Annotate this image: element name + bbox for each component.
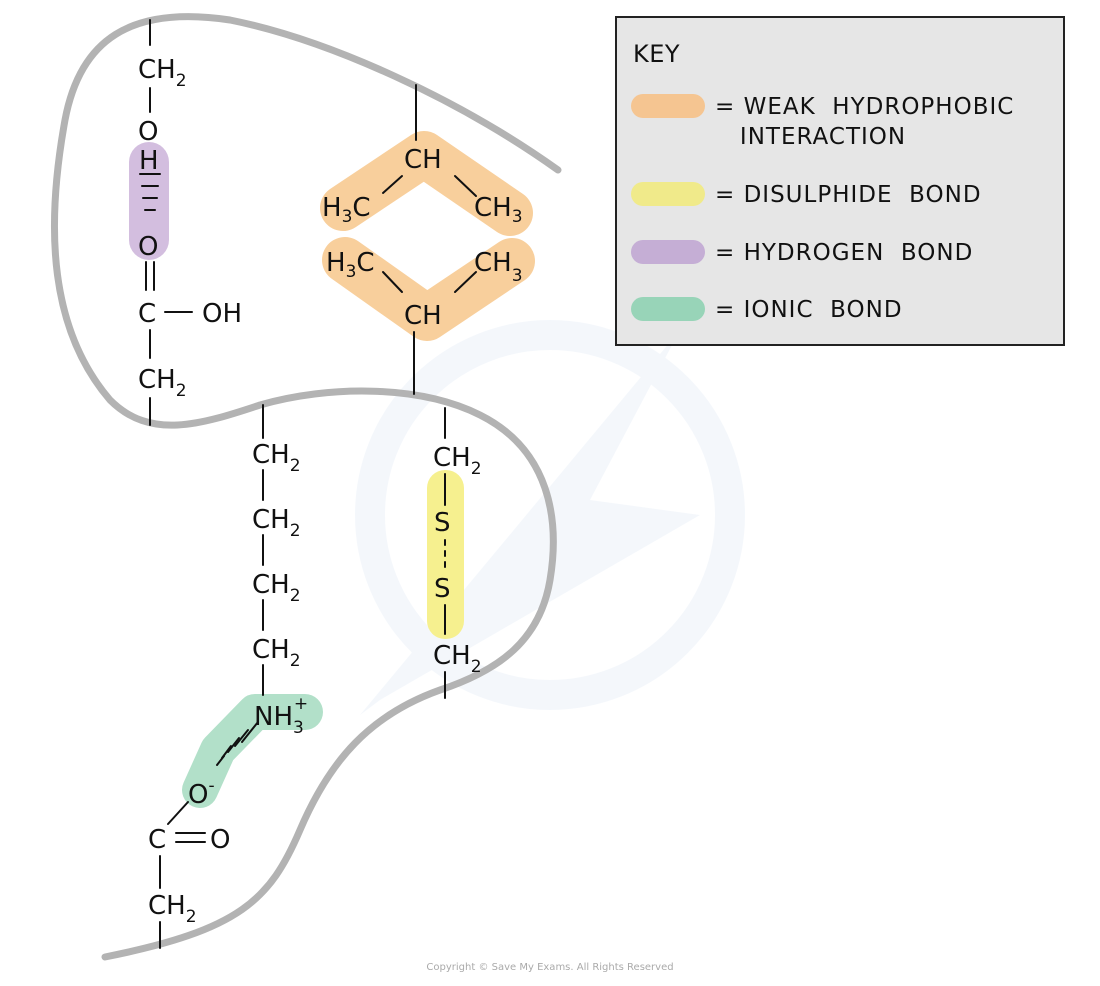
ammonium-group: NH3+ [254, 694, 308, 738]
hydrophobic-interaction-highlight [320, 131, 535, 341]
sulphur-atom: S [434, 574, 451, 604]
ch3-group: CH3 [474, 193, 523, 227]
ch2-atom: CH2 [252, 440, 301, 476]
key-label-ionic: = IONIC BOND [715, 297, 903, 323]
ch2-atom: CH2 [433, 443, 482, 479]
hydrogen-atom: H [139, 146, 159, 176]
carboxylate-oxygen: O- [188, 776, 215, 810]
key-legend: KEY = WEAK HYDROPHOBIC INTERACTION = DIS… [615, 16, 1065, 346]
carbon-atom: C [138, 299, 156, 329]
carbon-atom: C [148, 825, 166, 855]
copyright-text: Copyright © Save My Exams. All Rights Re… [426, 962, 674, 973]
oxygen-atom: O [138, 232, 158, 262]
key-label-disulphide: = DISULPHIDE BOND [715, 182, 982, 208]
ch-atom: CH [404, 145, 442, 175]
key-item-ionic: = IONIC BOND [631, 295, 903, 325]
disulphide-swatch [631, 182, 705, 206]
key-item-disulphide: = DISULPHIDE BOND [631, 180, 982, 210]
hydroxyl-group: OH [202, 299, 242, 329]
watermark-logo [355, 320, 745, 715]
key-item-hydrogen: = HYDROGEN BOND [631, 238, 973, 268]
ch2-atom: CH2 [252, 635, 301, 671]
ch2-atom: CH2 [433, 641, 482, 677]
key-title: KEY [633, 40, 681, 68]
hydrogen-bond-highlight [129, 142, 169, 260]
oxygen-atom: O [138, 117, 158, 147]
ch3-group: CH3 [474, 248, 523, 286]
ch2-atom: CH2 [252, 570, 301, 606]
ionic-bond-highlight [182, 694, 323, 808]
sulphur-atom: S [434, 508, 451, 538]
hydrophobic-swatch [631, 94, 705, 118]
ch-atom: CH [404, 301, 442, 331]
polypeptide-chain [50, 13, 562, 961]
ch2-atom: CH2 [148, 891, 197, 927]
ch2-atom: CH2 [138, 365, 187, 401]
key-item-hydrophobic: = WEAK HYDROPHOBIC INTERACTION [631, 92, 1014, 152]
key-label-hydrophobic: = WEAK HYDROPHOBIC INTERACTION [715, 94, 1015, 150]
ionic-swatch [631, 297, 705, 321]
ch2-atom: CH2 [138, 55, 187, 91]
oxygen-atom: O [210, 825, 230, 855]
key-label-hydrogen: = HYDROGEN BOND [715, 240, 974, 266]
h3c-group: H3C [326, 248, 375, 282]
h3c-group: H3C [322, 193, 371, 227]
hydrogen-swatch [631, 240, 705, 264]
ch2-atom: CH2 [252, 505, 301, 541]
